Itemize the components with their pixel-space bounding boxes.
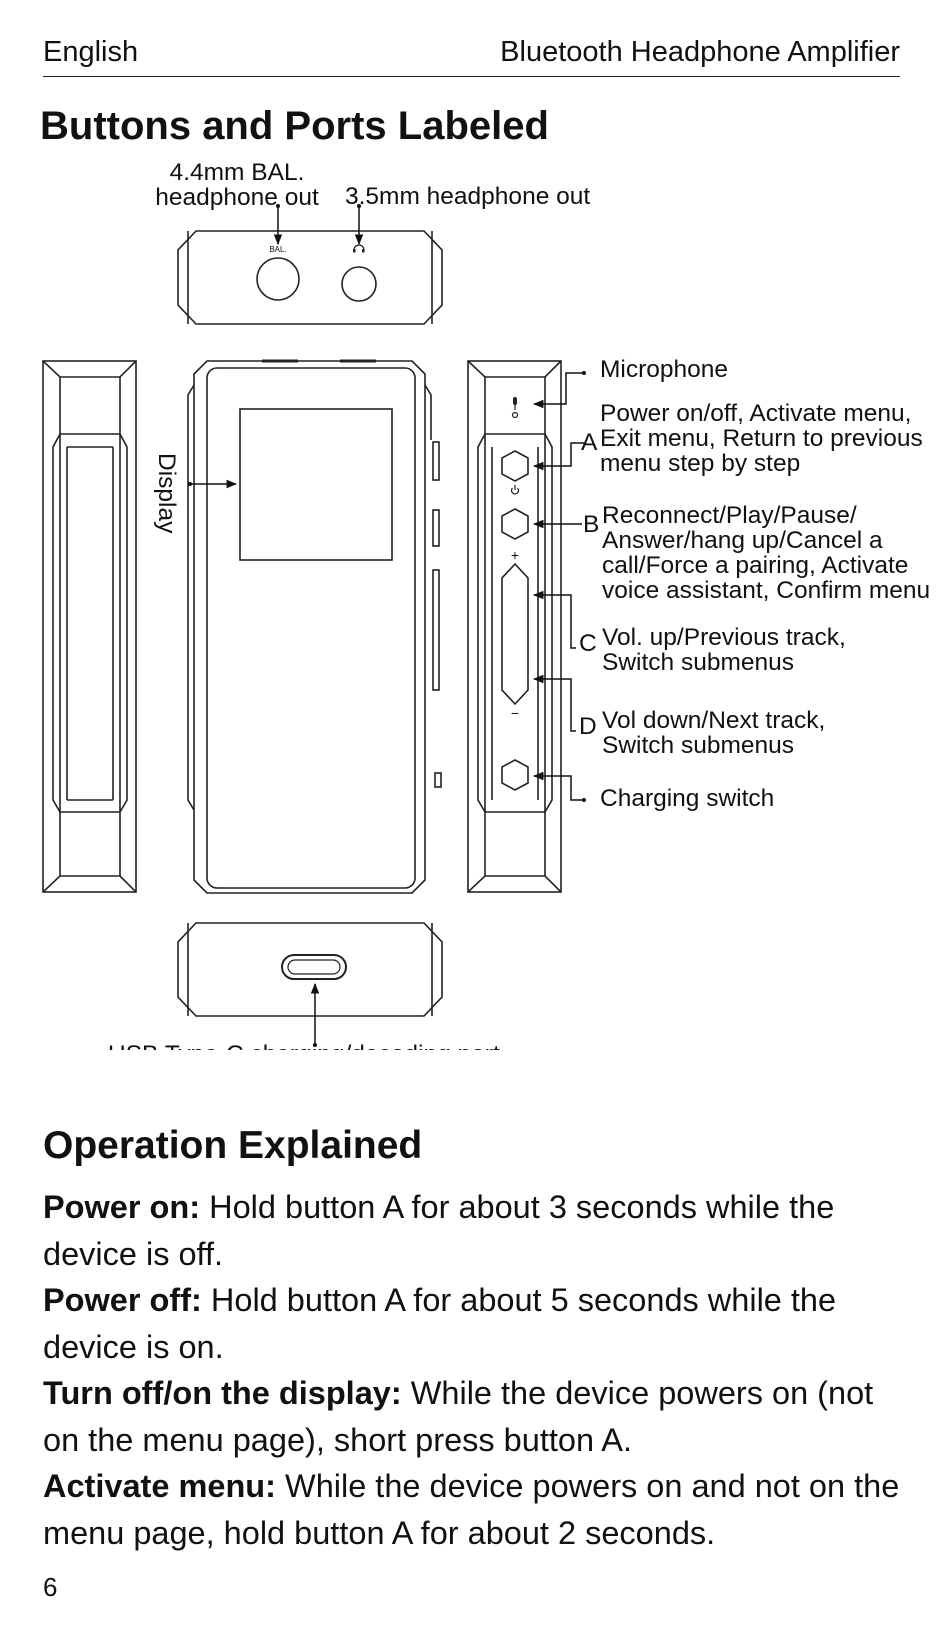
- button-c-letter: C: [579, 630, 597, 657]
- top-view: [177, 230, 443, 325]
- operation-text: Hold button A for about 3 seconds while …: [43, 1189, 835, 1272]
- button-a[interactable]: [501, 450, 529, 482]
- usb-c-port-icon: [281, 954, 347, 980]
- header-language: English: [43, 36, 139, 68]
- power-icon: [510, 485, 520, 495]
- operation-item-power-off: Power off: Hold button A for about 5 sec…: [43, 1277, 903, 1370]
- front-view: [187, 359, 442, 894]
- microphone-label: Microphone: [600, 356, 728, 383]
- button-d-desc-line1: Vol down/Next track,: [602, 707, 825, 734]
- operation-list: Power on: Hold button A for about 3 seco…: [43, 1184, 903, 1556]
- button-a-desc-line3: menu step by step: [600, 450, 800, 477]
- operation-term: Power off:: [43, 1282, 202, 1318]
- usb-port-label: USB Type-C charging/decoding port: [108, 1041, 500, 1050]
- volume-minus-mark: −: [511, 705, 519, 721]
- button-c-desc-line1: Vol. up/Previous track,: [602, 624, 846, 651]
- operation-term: Power on:: [43, 1189, 201, 1225]
- button-d-letter: D: [579, 713, 597, 740]
- button-b-letter: B: [583, 511, 599, 538]
- bal-mark-text: BAL.: [269, 245, 286, 254]
- button-c-desc-line2: Switch submenus: [602, 649, 794, 676]
- bottom-view: [177, 922, 443, 1017]
- operation-item-activate-menu: Activate menu: While the device powers o…: [43, 1463, 903, 1556]
- button-b-desc-line4: voice assistant, Confirm menu: [602, 577, 930, 604]
- header-product-title: Bluetooth Headphone Amplifier: [500, 36, 900, 68]
- display-screen: [239, 408, 393, 561]
- button-b-desc-line2: Answer/hang up/Cancel a: [602, 527, 883, 554]
- device-diagram: 4.4mm BAL. headphone out 3.5mm headphone…: [42, 159, 930, 1050]
- operation-text: While the device powers on and not on th…: [43, 1468, 900, 1551]
- page-number: 6: [43, 1572, 58, 1602]
- volume-plus-mark: +: [511, 547, 519, 563]
- operation-term: Activate menu:: [43, 1468, 276, 1504]
- section-title-operation: Operation Explained: [43, 1124, 423, 1167]
- display-label: Display: [153, 453, 180, 534]
- microphone-icon: [511, 397, 519, 419]
- charging-switch-label: Charging switch: [600, 785, 774, 812]
- operation-item-display-toggle: Turn off/on the display: While the devic…: [43, 1370, 903, 1463]
- operation-item-power-on: Power on: Hold button A for about 3 seco…: [43, 1184, 903, 1277]
- volume-rocker[interactable]: [501, 562, 529, 706]
- bal-out-label-line2: headphone out: [155, 184, 319, 211]
- button-a-desc-line1: Power on/off, Activate menu,: [600, 400, 911, 427]
- right-side-view: [467, 360, 562, 893]
- operation-term: Turn off/on the display:: [43, 1375, 402, 1411]
- button-b-desc-line3: call/Force a pairing, Activate: [602, 552, 908, 579]
- bal-jack-icon: [256, 257, 300, 301]
- section-title-buttons-ports: Buttons and Ports Labeled: [40, 104, 549, 148]
- se-jack-icon: [341, 266, 377, 302]
- button-a-desc-line2: Exit menu, Return to previous: [600, 425, 923, 452]
- operation-text: While the device powers on (not on the m…: [43, 1375, 874, 1458]
- header-rule: [43, 76, 900, 77]
- button-d-desc-line2: Switch submenus: [602, 732, 794, 759]
- operation-text: Hold button A for about 5 seconds while …: [43, 1282, 837, 1365]
- left-side-view: [42, 360, 137, 893]
- button-a-letter: A: [581, 429, 598, 456]
- se-out-label: 3.5mm headphone out: [345, 183, 590, 210]
- button-b[interactable]: [501, 508, 529, 540]
- charging-switch-button[interactable]: [501, 759, 529, 791]
- bal-out-label-line1: 4.4mm BAL.: [170, 159, 305, 186]
- button-b-desc-line1: Reconnect/Play/Pause/: [602, 502, 857, 529]
